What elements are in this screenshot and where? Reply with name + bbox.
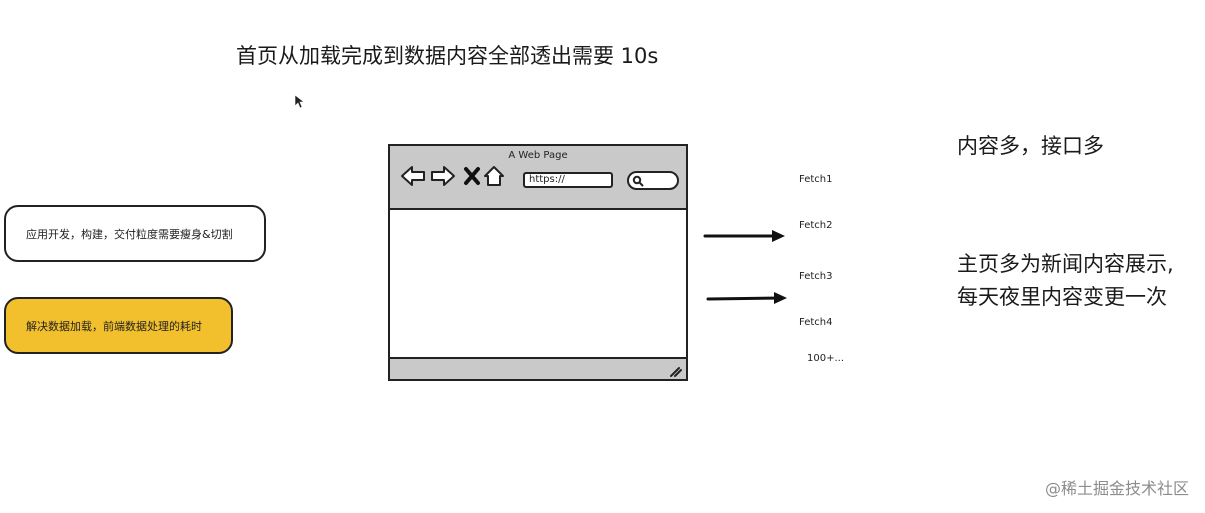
mouse-cursor-icon xyxy=(294,94,305,109)
resize-grip-icon xyxy=(670,367,682,377)
app-slimming-text: 应用开发，构建，交付粒度需要瘦身&切割 xyxy=(26,227,233,241)
arrow-right-icon xyxy=(703,230,785,242)
browser-page-title: A Web Page xyxy=(508,150,568,161)
search-icon xyxy=(632,175,644,187)
note-homepage-line2: 每天夜里内容变更一次 xyxy=(957,285,1167,309)
url-bar: https:// xyxy=(523,172,613,188)
heading-load-time: 首页从加载完成到数据内容全部透出需要 10s xyxy=(236,44,659,68)
data-loading-box: 解决数据加载，前端数据处理的耗时 xyxy=(4,297,233,354)
forward-arrow-icon xyxy=(431,166,455,186)
fetch-label-4: Fetch4 xyxy=(799,317,833,328)
app-slimming-box: 应用开发，构建，交付粒度需要瘦身&切割 xyxy=(4,205,266,262)
close-icon xyxy=(464,167,480,185)
back-arrow-icon xyxy=(401,166,425,186)
data-loading-text: 解决数据加载，前端数据处理的耗时 xyxy=(26,319,202,333)
browser-toolbar: A Web Page https:// xyxy=(390,146,686,210)
watermark: @稀土掘金技术社区 xyxy=(1044,479,1189,498)
fetch-label-2: Fetch2 xyxy=(799,220,833,231)
fetch-arrows xyxy=(703,230,787,304)
browser-wireframe: A Web Page https:// xyxy=(388,144,688,381)
fetch-label-1: Fetch1 xyxy=(799,174,833,185)
arrow-right-icon xyxy=(706,292,787,304)
fetch-label-3: Fetch3 xyxy=(799,271,833,282)
fetch-label-more: 100+... xyxy=(807,353,845,364)
browser-status-bar xyxy=(390,357,686,379)
browser-nav-buttons xyxy=(401,166,504,186)
search-box xyxy=(627,171,679,190)
note-content-interfaces: 内容多，接口多 xyxy=(957,134,1104,158)
home-icon xyxy=(484,166,504,186)
note-homepage-line1: 主页多为新闻内容展示, xyxy=(957,252,1174,276)
